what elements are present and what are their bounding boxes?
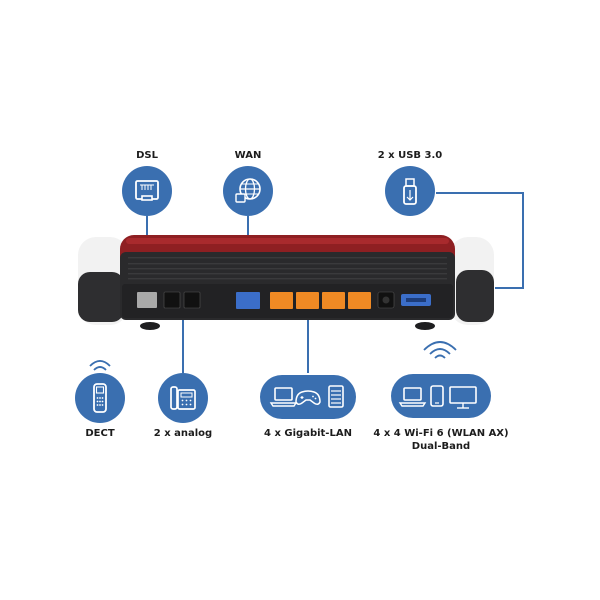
router-device xyxy=(78,235,494,330)
router-foot-left xyxy=(140,322,160,330)
laptop-gamepad-nas-icon xyxy=(260,375,356,419)
laptop-tablet-monitor-icon xyxy=(391,341,491,418)
wan-port xyxy=(236,292,260,309)
lan-port-2 xyxy=(296,292,319,309)
lan-port-3 xyxy=(322,292,345,309)
analog-port-2 xyxy=(183,291,201,309)
dect-label: DECT xyxy=(85,428,115,439)
analog-label: 2 x analog xyxy=(153,428,213,439)
lan-port-1 xyxy=(270,292,293,309)
lan-label: 4 x Gigabit-LAN xyxy=(264,428,352,439)
analog-port-1 xyxy=(163,291,181,309)
dsl-port xyxy=(137,292,157,308)
ethernet-port-icon xyxy=(122,166,172,216)
lan-port-4 xyxy=(348,292,371,309)
globe-network-icon xyxy=(223,166,273,216)
cordless-phone-icon xyxy=(75,360,125,423)
dsl-label: DSL xyxy=(136,150,158,161)
usb-connector-line xyxy=(436,192,524,289)
wan-label: WAN xyxy=(234,150,262,161)
wifi-label-line1: 4 x 4 Wi-Fi 6 (WLAN AX) xyxy=(373,428,509,439)
router-dark-cap-right xyxy=(456,270,494,322)
power-jack-hole xyxy=(382,296,390,304)
router-dark-cap-left xyxy=(78,272,124,322)
desk-phone-icon xyxy=(158,373,208,423)
wifi-label-line2: Dual-Band xyxy=(411,441,471,452)
usb-port-tongue xyxy=(406,298,426,302)
router-foot-right xyxy=(415,322,435,330)
usb-label: 2 x USB 3.0 xyxy=(377,150,443,161)
router-red-highlight xyxy=(126,238,449,244)
router-vent-grille xyxy=(128,256,447,282)
usb-stick-icon xyxy=(385,166,435,216)
